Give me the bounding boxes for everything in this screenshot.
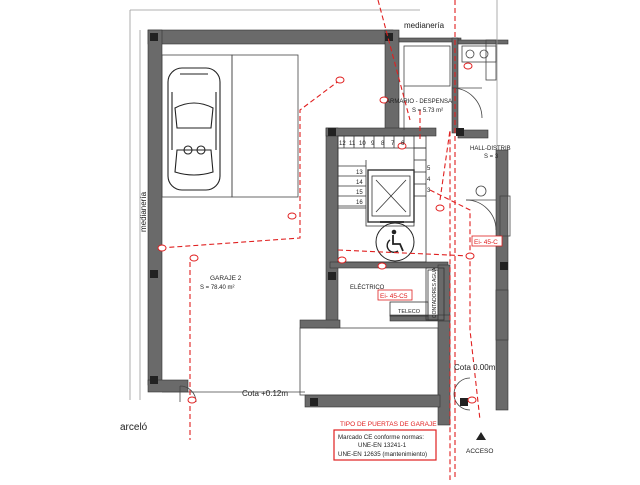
stair-number: 13 xyxy=(356,170,363,176)
column-marker xyxy=(310,398,318,406)
note-line-3: UNE-EN 12635 (mantenimiento) xyxy=(338,451,427,458)
armario-area-label: S = 5.73 m² xyxy=(412,108,443,114)
medianeria-left-label: medianería xyxy=(139,191,148,232)
parking-bay-3 xyxy=(299,327,439,396)
hall-area-label: S = 3 xyxy=(484,154,499,160)
wall-bottom-right xyxy=(304,394,441,408)
stair-number: 16 xyxy=(356,200,363,206)
parking-bays xyxy=(161,54,299,198)
wall-kitchen-top xyxy=(457,39,509,45)
accessibility-icon xyxy=(375,222,415,262)
stair-number: 3 xyxy=(427,188,431,194)
utility-rooms xyxy=(389,267,445,321)
column-marker xyxy=(150,33,158,41)
wall-armario-left xyxy=(384,29,400,131)
car-icon xyxy=(167,67,221,191)
stair-number: 5 xyxy=(427,166,431,172)
armario-area xyxy=(403,39,497,130)
right-doors xyxy=(465,185,511,341)
stair-number: 11 xyxy=(349,141,356,147)
acceso-arrow-icon xyxy=(476,432,486,440)
stair-number: 10 xyxy=(359,141,366,147)
cota-garage-label: Cota +0.12m xyxy=(242,389,288,398)
wall-core-bottom xyxy=(329,261,449,269)
stair-number: 14 xyxy=(356,180,363,186)
wall-right xyxy=(495,149,509,411)
garage-label: GARAJE 2 xyxy=(210,275,242,282)
stair-number: 7 xyxy=(391,141,395,147)
column-markers xyxy=(150,33,508,406)
acceso-label: ACCESO xyxy=(466,448,493,455)
cota-street-label: Cota 0.00m xyxy=(454,363,496,372)
wall-left xyxy=(147,29,163,386)
wall-core-lower xyxy=(299,319,341,329)
note-line-1: Marcado CE conforme normas: xyxy=(338,434,424,441)
lower-parking xyxy=(162,327,439,396)
street-label: arceló xyxy=(120,422,148,433)
column-marker xyxy=(500,262,508,270)
column-marker xyxy=(328,128,336,136)
note-line-2: UNE-EN 13241-1 xyxy=(358,442,407,449)
column-marker xyxy=(328,272,336,280)
column-marker xyxy=(150,376,158,384)
teleco-label: TELECO xyxy=(398,309,421,315)
garage-door-note: TIPO DE PUERTAS DE GARAJE Marcado CE con… xyxy=(333,421,437,461)
column-marker xyxy=(456,128,464,136)
column-marker xyxy=(150,270,158,278)
column-marker xyxy=(385,33,393,41)
ei-label-1: Ei- 45-C5 xyxy=(380,293,408,300)
electrico-label: ELÉCTRICO xyxy=(350,284,385,291)
stair-number: 4 xyxy=(427,177,431,183)
route-markers xyxy=(157,62,477,404)
note-title: TIPO DE PUERTAS DE GARAJE xyxy=(340,421,437,428)
parking-bay-2 xyxy=(231,54,299,198)
armario-label: ARMARIO - DESPENSA xyxy=(386,99,452,105)
neighbor-lines xyxy=(129,0,498,400)
labels: medianería medianería ARMARIO - DESPENSA… xyxy=(120,21,511,455)
contadores-label: CONTADORES AGUA xyxy=(432,267,438,318)
ei-label-2: Ei- 45-C xyxy=(474,239,498,246)
stair-number: 8 xyxy=(381,141,385,147)
garage-area-label: S = 78.40 m² xyxy=(200,285,235,291)
stair-number: 15 xyxy=(356,190,363,196)
hall-label: HALL-DISTRIB xyxy=(470,146,511,152)
stair-core xyxy=(337,135,427,263)
wall-core-left xyxy=(325,127,339,329)
evacuation-routes xyxy=(159,0,481,480)
stair-numbers: 12 11 10 9 8 7 6 5 4 3 13 14 15 16 xyxy=(339,141,431,206)
stair-number: 9 xyxy=(371,141,375,147)
stair-number: 12 xyxy=(339,141,346,147)
ei-labels: Ei- 45-C5 Ei- 45-C xyxy=(377,235,503,301)
stair-number: 6 xyxy=(401,141,405,147)
wall-top xyxy=(147,29,394,45)
medianeria-top-label: medianería xyxy=(404,21,445,30)
column-marker xyxy=(460,398,468,406)
